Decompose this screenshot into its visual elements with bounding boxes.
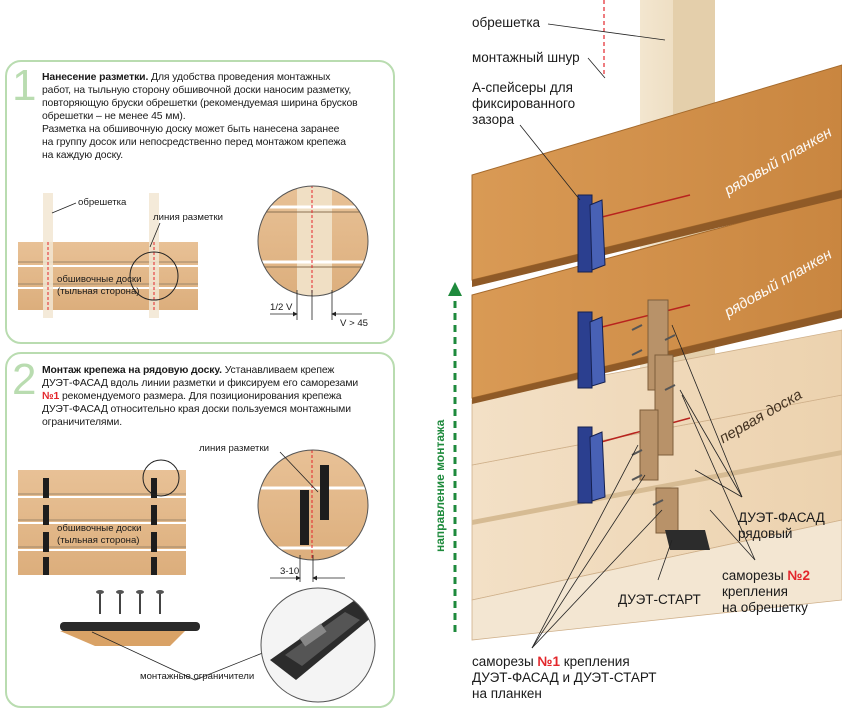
- step1-zoom-drawing: [257, 185, 369, 320]
- main-batten-label: обрешетка: [472, 15, 541, 30]
- duet-fasad-label: ДУЭТ-ФАСАД рядовый: [738, 510, 825, 541]
- screws2-label: саморезы №2 крепления на обрешетку: [722, 568, 810, 615]
- step2-back-side-label: (тыльная сторона): [57, 535, 140, 546]
- cord-label: монтажный шнур: [472, 50, 580, 65]
- step1-back-side-label: (тыльная сторона): [57, 286, 140, 297]
- step2-title: Монтаж крепежа на рядовую доску.: [42, 365, 222, 376]
- limiter-zoom-drawing: [260, 587, 376, 703]
- screws1-label: саморезы №1 крепления ДУЭТ-ФАСАД и ДУЭТ-…: [472, 654, 657, 701]
- step1-marking-line-label: линия разметки: [153, 212, 223, 223]
- step1-board-drawing: [18, 193, 198, 318]
- duet-start-label: ДУЭТ-СТАРТ: [618, 592, 701, 607]
- v-min-label: V > 45: [340, 318, 369, 329]
- step1-number: 1: [12, 61, 37, 110]
- spacers-label: А-спейсеры для фиксированного зазора: [472, 80, 576, 127]
- limiters-label: монтажные ограничители: [140, 671, 255, 682]
- step2-marking-line-label: линия разметки: [199, 443, 269, 454]
- main-assembly-drawing: [448, 0, 842, 649]
- step2-number: 2: [12, 355, 37, 404]
- direction-label: направление монтажа: [433, 419, 447, 552]
- step1-text: Нанесение разметки. Для удобства проведе…: [42, 72, 358, 161]
- step2-text: Монтаж крепежа на рядовую доску. Устанав…: [42, 365, 359, 428]
- gap-label: 3-10: [280, 566, 300, 577]
- step1-title: Нанесение разметки.: [42, 72, 149, 83]
- step2-boards-label: обшивочные доски: [57, 523, 142, 534]
- step2-zoom-drawing: [257, 449, 369, 582]
- step2-board-drawing: [18, 459, 281, 681]
- half-v-label: 1/2 V: [270, 302, 293, 313]
- step1-batten-label: обрешетка: [78, 197, 127, 208]
- step1-boards-label: обшивочные доски: [57, 274, 142, 285]
